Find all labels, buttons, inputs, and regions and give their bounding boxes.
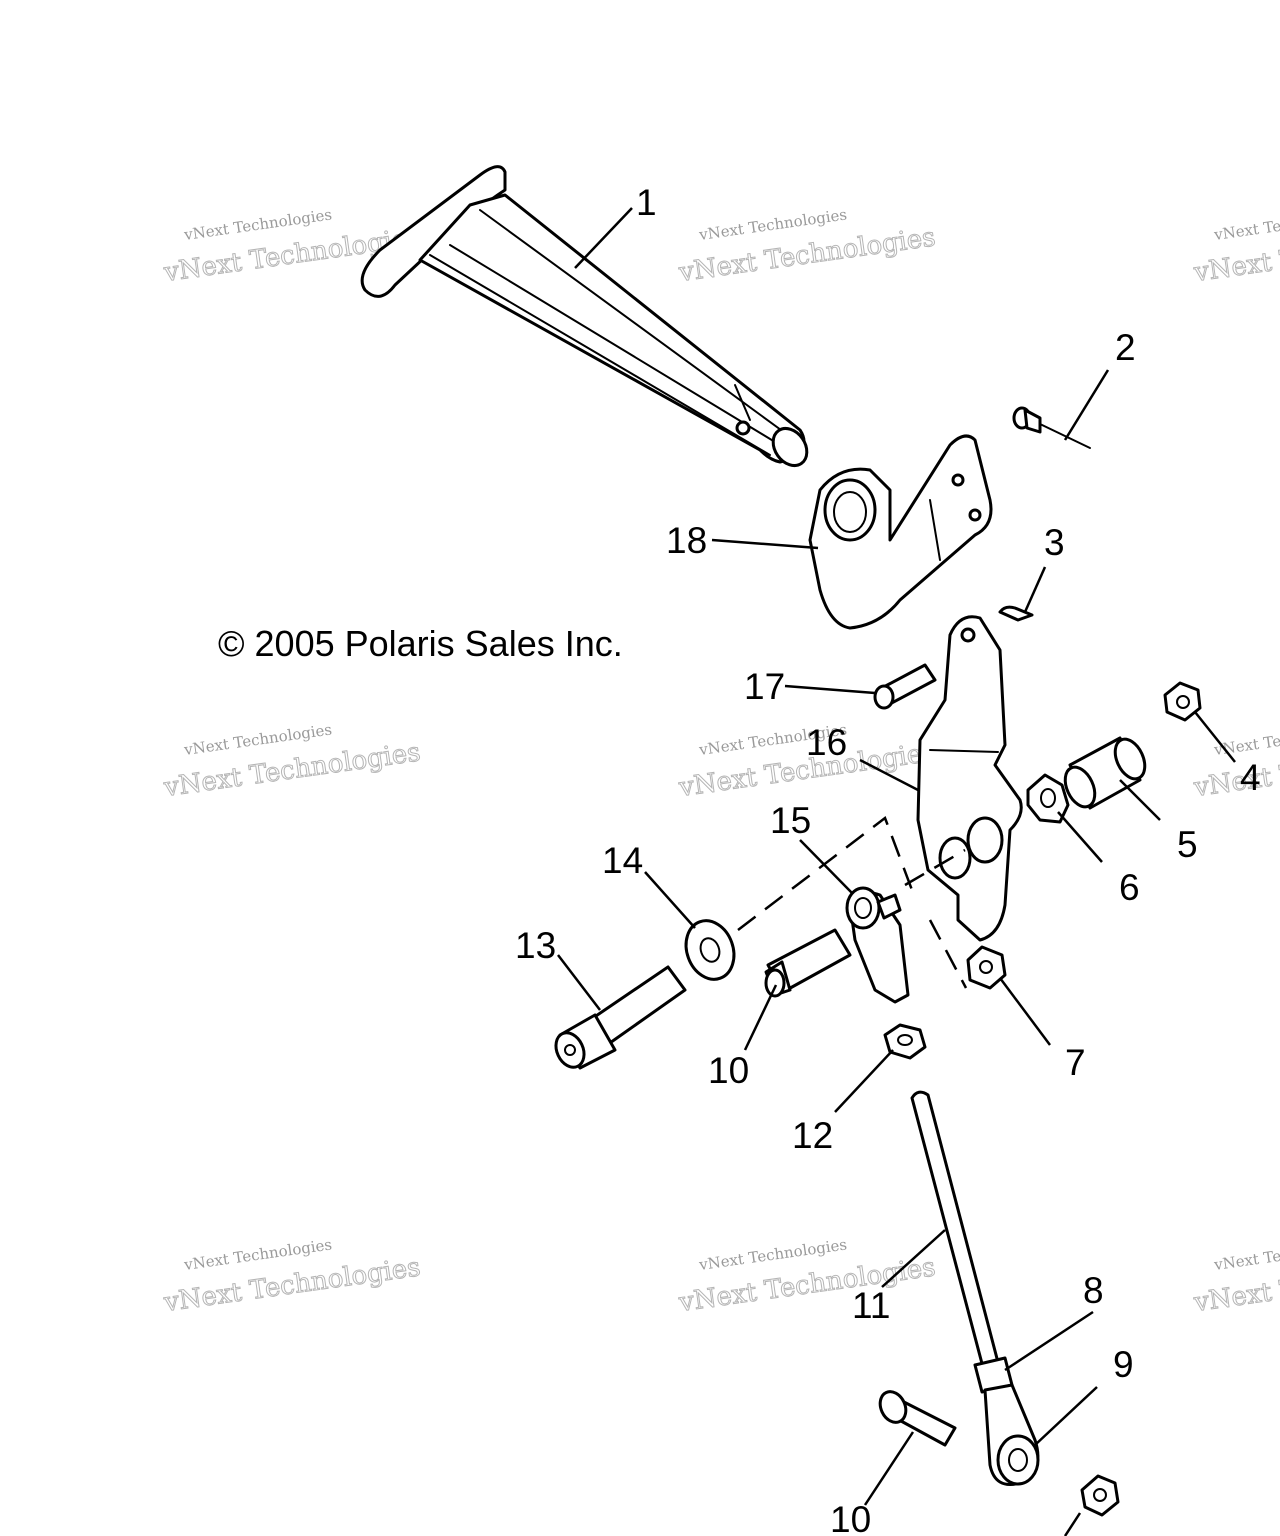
callout-2: 2 xyxy=(1115,327,1136,368)
shoulder-bolt-icon xyxy=(764,928,852,998)
hex-nut-icon xyxy=(1163,681,1202,722)
callout-5: 5 xyxy=(1177,824,1198,865)
callout-17: 17 xyxy=(744,666,785,707)
ball-joint-icon xyxy=(845,886,910,1004)
callout-18: 18 xyxy=(666,520,707,561)
callout-15: 15 xyxy=(770,800,811,841)
assembly-lines xyxy=(737,815,968,989)
callout-11: 11 xyxy=(852,1285,890,1326)
copyright-text: © 2005 Polaris Sales Inc. xyxy=(218,623,623,664)
callout-labels: 1 2 3 4 5 6 7 8 9 10 11 12 13 14 15 16 1… xyxy=(515,182,1261,1536)
callout-9: 9 xyxy=(1113,1344,1134,1385)
callout-7: 7 xyxy=(1065,1042,1086,1083)
shoulder-bolt-icon xyxy=(878,1390,957,1447)
callout-10: 10 xyxy=(708,1050,749,1091)
hex-nut-icon xyxy=(1080,1474,1120,1517)
flat-washer-icon xyxy=(684,919,736,981)
callout-13: 13 xyxy=(515,925,556,966)
watermark-text: vNext Technologies xyxy=(1212,720,1280,759)
callout-4: 4 xyxy=(1240,757,1261,798)
callout-14: 14 xyxy=(602,840,643,881)
callout-1: 1 xyxy=(636,182,657,223)
leader-lines xyxy=(557,207,1236,1536)
shift-rod-icon xyxy=(910,1090,1002,1377)
callout-12: 12 xyxy=(792,1115,833,1156)
callout-16: 16 xyxy=(806,722,847,763)
watermark-text: vNext Technologies xyxy=(1212,1235,1280,1274)
mounting-bracket-icon xyxy=(808,434,993,630)
star-washer-icon xyxy=(1026,773,1070,824)
lock-nut-icon xyxy=(966,945,1007,990)
callout-8: 8 xyxy=(1083,1270,1104,1311)
shift-lever-handle-icon xyxy=(360,165,809,468)
pivot-bolt-icon xyxy=(554,965,687,1070)
shift-arm-bracket-icon xyxy=(916,615,1023,942)
bushing-icon xyxy=(1063,736,1147,810)
rod-end-icon xyxy=(983,1383,1040,1486)
callout-3: 3 xyxy=(1044,522,1065,563)
clevis-pin-icon xyxy=(873,663,937,710)
callout-10-lower: 10 xyxy=(830,1499,871,1536)
watermark-text: vNext Technologies xyxy=(1212,205,1280,244)
rivet-icon xyxy=(1012,406,1091,449)
callout-6: 6 xyxy=(1119,867,1140,908)
cotter-pin-icon xyxy=(998,605,1034,622)
